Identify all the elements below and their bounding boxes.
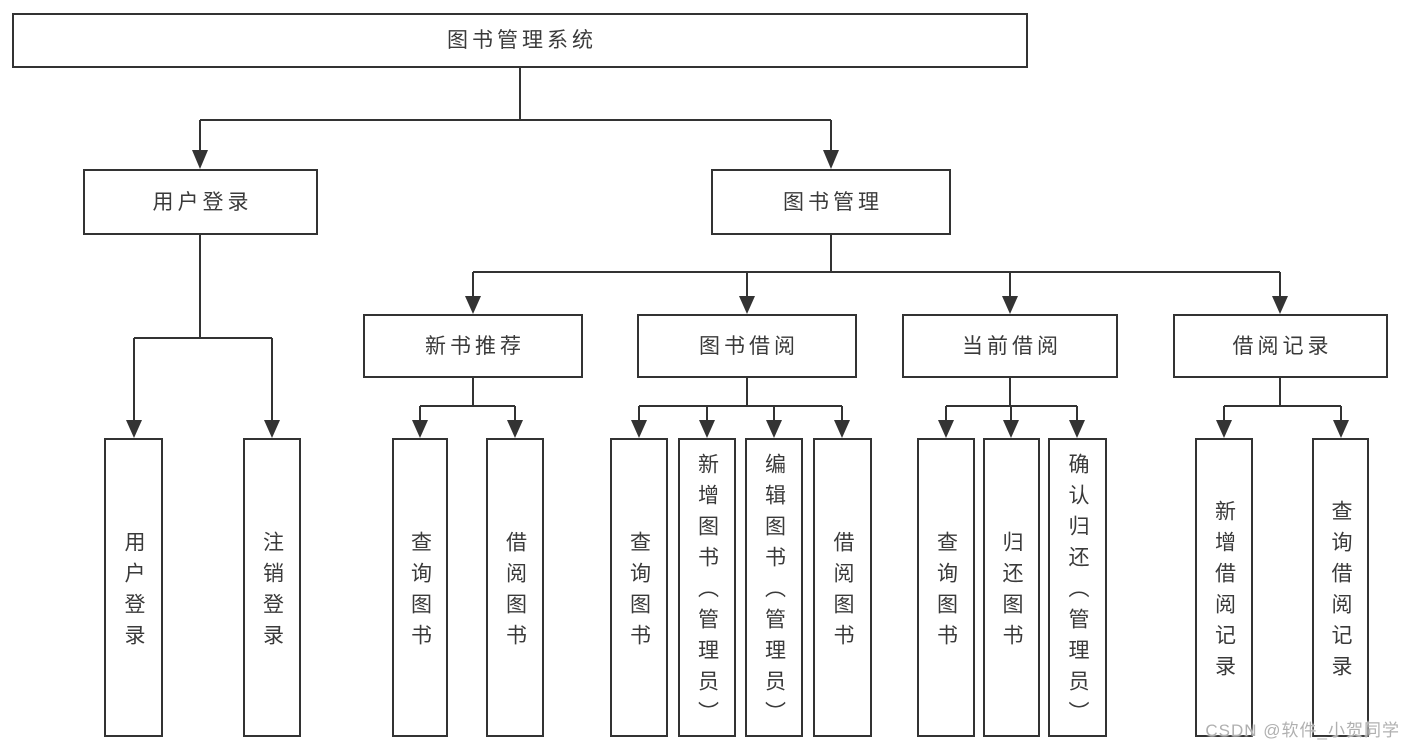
leaf-add-borrow-record: 新增借阅记录 xyxy=(1195,438,1253,737)
node-label: 借阅图书 xyxy=(503,530,527,655)
node-label: 图书借阅 xyxy=(699,334,799,358)
leaf-borrow-books-recommend: 借阅图书 xyxy=(486,438,544,737)
leaf-query-books-borrowing: 查询图书 xyxy=(610,438,668,737)
node-new-book-recommend: 新书推荐 xyxy=(363,314,583,378)
node-label: 新增借阅记录 xyxy=(1212,499,1236,686)
node-book-management: 图书管理 xyxy=(711,169,951,235)
node-label: 用户登录 xyxy=(122,530,145,655)
node-library-system: 图书管理系统 xyxy=(12,13,1028,68)
leaf-return-books: 归还图书 xyxy=(983,438,1040,737)
leaf-query-books-recommend: 查询图书 xyxy=(392,438,448,737)
node-label: 新增图书（管理员） xyxy=(695,453,719,732)
node-label: 当前借阅 xyxy=(962,334,1062,358)
node-label: 查询借阅记录 xyxy=(1329,499,1352,686)
node-label: 查询图书 xyxy=(408,530,432,655)
node-label: 注销登录 xyxy=(260,530,284,655)
node-label: 归还图书 xyxy=(1000,530,1023,655)
leaf-query-borrow-record: 查询借阅记录 xyxy=(1312,438,1369,737)
node-label: 借阅记录 xyxy=(1232,334,1333,358)
node-label: 编辑图书（管理员） xyxy=(762,453,786,732)
node-label: 用户登录 xyxy=(152,190,253,214)
leaf-edit-book-admin: 编辑图书（管理员） xyxy=(745,438,803,737)
leaf-query-books-current: 查询图书 xyxy=(917,438,975,737)
node-label: 借阅图书 xyxy=(831,530,854,655)
node-label: 新书推荐 xyxy=(425,334,525,358)
node-label: 图书管理 xyxy=(783,190,883,214)
leaf-user-login: 用户登录 xyxy=(104,438,163,737)
node-label: 确认归还（管理员） xyxy=(1066,453,1089,732)
node-label: 查询图书 xyxy=(627,530,651,655)
leaf-borrow-books: 借阅图书 xyxy=(813,438,872,737)
leaf-logout: 注销登录 xyxy=(243,438,301,737)
node-label: 查询图书 xyxy=(934,530,958,655)
connector-path xyxy=(133,68,1342,422)
leaf-confirm-return-admin: 确认归还（管理员） xyxy=(1048,438,1107,737)
node-borrowing-records: 借阅记录 xyxy=(1173,314,1388,378)
csdn-watermark: CSDN @软件_小贺同学 xyxy=(1205,721,1400,740)
node-book-borrowing: 图书借阅 xyxy=(637,314,857,378)
leaf-add-book-admin: 新增图书（管理员） xyxy=(678,438,736,737)
node-label: 图书管理系统 xyxy=(447,29,597,52)
node-current-borrowing: 当前借阅 xyxy=(902,314,1118,378)
node-user-login: 用户登录 xyxy=(83,169,318,235)
